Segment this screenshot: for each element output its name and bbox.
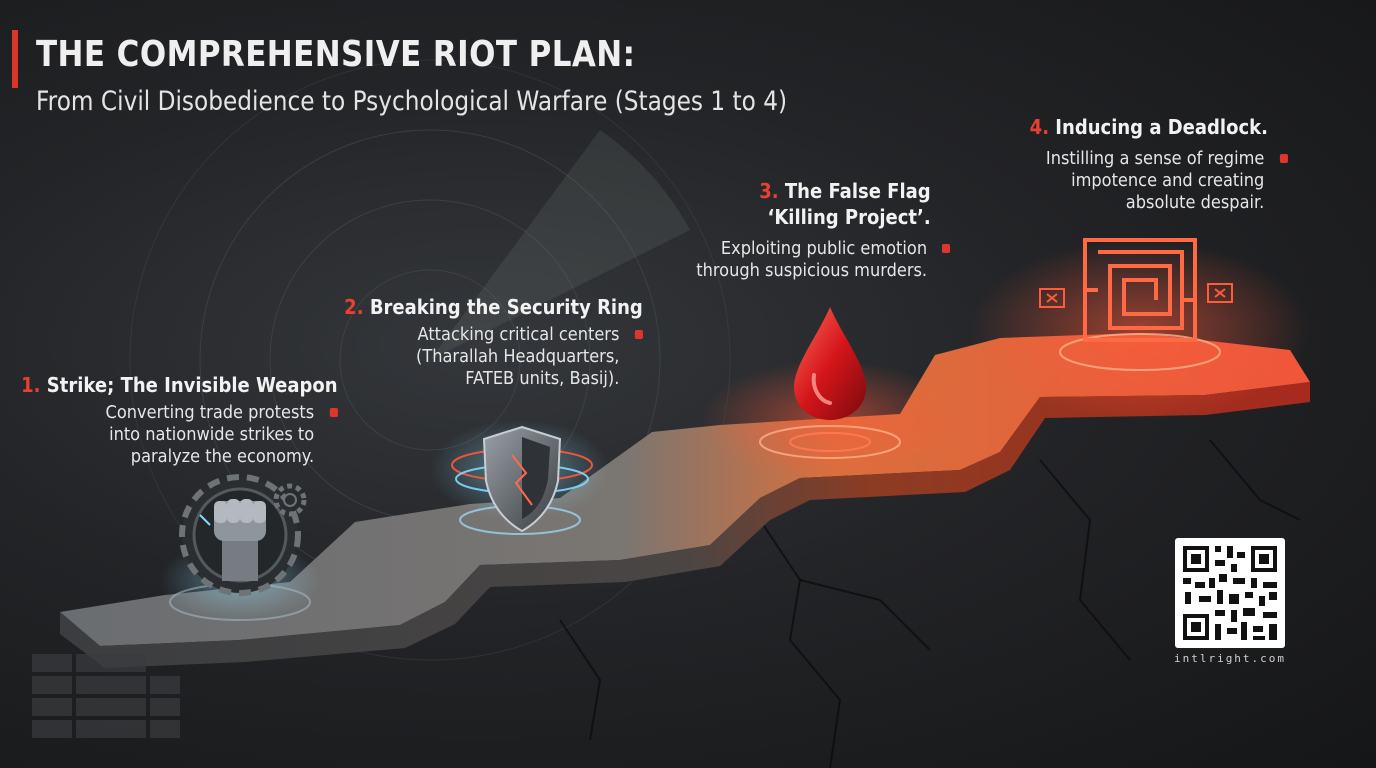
stage-4-bullet (1279, 154, 1288, 163)
stage-3-heading: 3. The False Flag ‘Killing Project’. (696, 178, 950, 230)
stage-2-line-1: Attacking critical centers (417, 324, 620, 345)
stage-2-line-3: FATEB units, Basij). (465, 368, 620, 389)
stage-1-description: Converting trade protests into nationwid… (22, 402, 338, 468)
stage-1-number: 1. (21, 373, 41, 397)
stage-1-label: 1. Strike; The Invisible Weapon Converti… (0, 372, 338, 468)
stage-1-line-1: Converting trade protests (105, 402, 315, 423)
radar-sweep (430, 130, 690, 360)
stage-4-number: 4. (1029, 115, 1050, 139)
stage-4-label: 4. Inducing a Deadlock. Instilling a sen… (1001, 114, 1288, 214)
title-accent-bar (12, 30, 18, 88)
staircase-side (60, 382, 1310, 668)
stage-1-line-3: paralyze the economy. (131, 446, 315, 467)
gear-icon (273, 483, 307, 517)
stage-2-number: 2. (344, 295, 364, 319)
maze-icon (1083, 238, 1197, 342)
x-icon-right (1207, 283, 1233, 303)
stage-3-title-line-2: ‘Killing Project’. (767, 205, 931, 229)
stage-1-line-2: into nationwide strikes to (109, 424, 315, 445)
qr-caption: intlright.com (1173, 652, 1287, 665)
stage-3-label: 3. The False Flag ‘Killing Project’. Exp… (668, 178, 950, 282)
stage-4-description: Instilling a sense of regime impotence a… (1030, 148, 1288, 214)
qr-code-pattern (1183, 546, 1277, 640)
shield-icon (451, 425, 593, 533)
stage-2-heading: 2. Breaking the Security Ring (344, 294, 643, 320)
stage-4-line-1: Instilling a sense of regime (1046, 148, 1265, 169)
stage-2-description: Attacking critical centers (Tharallah He… (344, 324, 643, 390)
stage-2-label: 2. Breaking the Security Ring Attacking … (311, 294, 643, 390)
stage-1-title: Strike; The Invisible Weapon (47, 373, 339, 397)
stage-2-bullet (634, 330, 643, 339)
ground-cracks (559, 439, 1301, 768)
stage-4-line-3: absolute despair. (1126, 192, 1265, 213)
qr-code[interactable] (1175, 538, 1285, 648)
stage-3-line-1: Exploiting public emotion (720, 238, 927, 259)
fist-gear-icon (179, 474, 301, 596)
stage-2-title: Breaking the Security Ring (370, 295, 643, 319)
stage-3-bullet (941, 244, 950, 253)
x-icon-left (1039, 288, 1065, 308)
stage-1-heading: 1. Strike; The Invisible Weapon (22, 372, 338, 398)
stage-3-title-line-1: The False Flag (784, 179, 931, 203)
stage-2-line-2: (Tharallah Headquarters, (416, 346, 620, 367)
stage-1-bullet (329, 408, 338, 417)
staircase-top (60, 333, 1310, 646)
stage-4-title: Inducing a Deadlock. (1055, 115, 1269, 139)
stage-3-description: Exploiting public emotion through suspic… (696, 238, 950, 282)
stage-4-heading: 4. Inducing a Deadlock. (1030, 114, 1288, 140)
stage-4-line-2: impotence and creating (1071, 170, 1265, 191)
page-title: THE COMPREHENSIVE RIOT PLAN: (36, 34, 636, 75)
blood-drop-icon (794, 307, 866, 420)
grid-panel (32, 654, 180, 738)
stage-3-line-2: through suspicious murders. (695, 260, 927, 281)
stage-3-number: 3. (758, 179, 779, 203)
page-subtitle: From Civil Disobedience to Psychological… (36, 86, 788, 117)
